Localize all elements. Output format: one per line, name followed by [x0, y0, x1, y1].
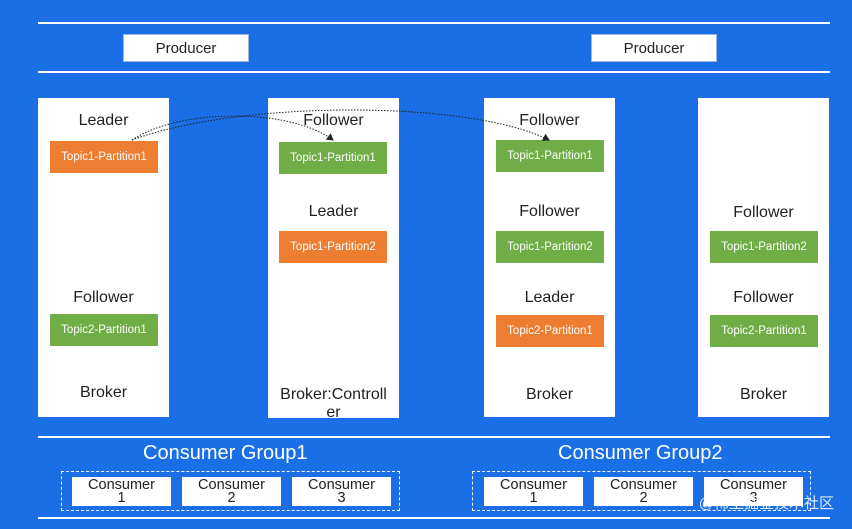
producer-divider: [38, 71, 830, 73]
consumer-group-1: Consumer 1 Consumer 2 Consumer 3: [61, 471, 400, 511]
consumer-divider: [38, 436, 830, 438]
partition-topic2-p1-leader: Topic2-Partition1: [496, 315, 604, 347]
role-label-follower: Follower: [519, 112, 580, 129]
broker-3: Follower Topic1-Partition1 Follower Topi…: [484, 98, 615, 417]
partition-topic1-p1-follower: Topic1-Partition1: [279, 142, 387, 174]
bottom-divider: [38, 517, 830, 519]
role-label-leader: Leader: [308, 203, 359, 220]
consumer-group-2-title: Consumer Group2: [558, 442, 723, 464]
producer-box-1: Producer: [123, 34, 249, 62]
partition-topic1-p2-follower: Topic1-Partition2: [710, 231, 818, 263]
role-label-follower: Follower: [73, 289, 134, 306]
partition-topic2-p1-follower: Topic2-Partition1: [50, 314, 158, 346]
role-label-follower: Follower: [519, 203, 580, 220]
top-divider: [38, 22, 830, 24]
role-label-follower: Follower: [733, 204, 794, 221]
replication-arrow-to-broker-2: [131, 115, 334, 141]
partition-topic1-p2-follower: Topic1-Partition2: [496, 231, 604, 263]
broker-1: Leader Topic1-Partition1 Follower Topic2…: [38, 98, 169, 417]
consumer-1: Consumer 1: [72, 477, 171, 506]
role-label-leader: Leader: [524, 289, 575, 306]
partition-topic2-p1-follower: Topic2-Partition1: [710, 315, 818, 347]
partition-topic1-p1-follower: Topic1-Partition1: [496, 140, 604, 172]
broker-label: Broker: [525, 386, 574, 403]
broker-2-controller: Follower Topic1-Partition1 Leader Topic1…: [268, 98, 399, 418]
partition-topic1-p2-leader: Topic1-Partition2: [279, 231, 387, 263]
broker-label: Broker: [739, 386, 788, 403]
partition-topic1-p1-leader: Topic1-Partition1: [50, 141, 158, 173]
consumer-2: Consumer 2: [182, 477, 281, 506]
broker-label: Broker: [79, 384, 128, 401]
consumer-3: Consumer 3: [704, 477, 803, 506]
role-label-leader: Leader: [78, 112, 129, 129]
role-label-follower: Follower: [303, 112, 364, 129]
broker-label: Broker:Controller: [280, 386, 387, 418]
consumer-1: Consumer 1: [484, 477, 583, 506]
replication-arrow-to-broker-3: [131, 109, 550, 141]
watermark: @稀土掘金技术社区: [698, 495, 834, 512]
consumer-group-2: Consumer 1 Consumer 2 Consumer 3: [472, 471, 811, 511]
producer-box-2: Producer: [591, 34, 717, 62]
consumer-3: Consumer 3: [292, 477, 391, 506]
broker-4: Follower Topic1-Partition2 Follower Topi…: [698, 98, 829, 417]
consumer-group-1-title: Consumer Group1: [143, 442, 308, 464]
consumer-2: Consumer 2: [594, 477, 693, 506]
role-label-follower: Follower: [733, 289, 794, 306]
